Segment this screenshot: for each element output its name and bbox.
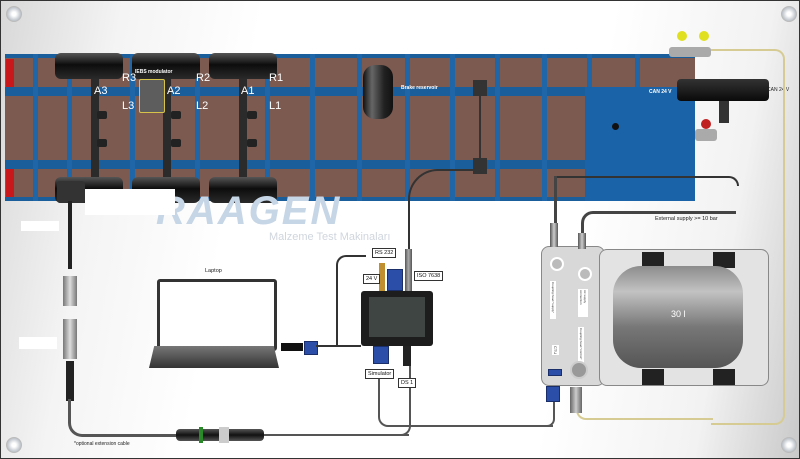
wheel-r1 <box>209 53 277 79</box>
wheel-label: L3 <box>122 100 135 112</box>
ctu-unit: Coupling head "supply" Air supply connec… <box>541 246 605 386</box>
can-label-front: CAN 24 V <box>649 89 672 95</box>
axle-label: A2 <box>167 85 181 97</box>
simulator-device <box>361 291 433 346</box>
iebs-modulator <box>139 79 165 113</box>
ds1-connector <box>403 346 411 366</box>
wheel-label: R2 <box>196 72 211 84</box>
axle-3 <box>91 61 99 191</box>
brake-chamber-tester <box>57 181 85 203</box>
wheel-l1 <box>209 177 277 203</box>
external-supply-label: External supply >= 10 bar <box>655 216 718 222</box>
axle-label: A3 <box>94 85 108 97</box>
laptop-label: Laptop <box>205 268 222 274</box>
air-tank <box>613 266 743 368</box>
axle-1 <box>239 61 247 191</box>
coupling-head-yellow <box>677 31 687 41</box>
laptop-keyboard <box>149 346 279 368</box>
port-label-rs232: RS 232 <box>372 248 397 258</box>
extension-cable-label: *optional extension cable <box>74 441 130 447</box>
wheel-r3 <box>55 53 123 79</box>
port-label-ds1: DS 1 <box>398 378 417 388</box>
wheel-label: R1 <box>269 72 284 84</box>
wheel-label: L2 <box>196 100 209 112</box>
iso7638-cable <box>405 249 412 291</box>
can-connector <box>677 79 769 101</box>
screw-icon <box>781 437 797 453</box>
brake-reservoir <box>363 65 393 119</box>
ctu-port-label: Air supply connection <box>578 289 588 317</box>
air-coupling <box>570 387 582 413</box>
can-label-rear: CAN 24 V <box>767 87 790 93</box>
rear-light-left <box>6 59 14 87</box>
coupling-head-red <box>701 119 711 129</box>
vga-connector <box>546 386 560 402</box>
wheel-r2 <box>132 53 200 79</box>
port-label-iso7638: ISO 7638 <box>414 271 444 281</box>
ctu-port-label: Coupling head "control" <box>578 327 584 365</box>
ctu-port-label: Coupling head "supply" <box>550 281 556 319</box>
watermark-brand: RAAGEN <box>156 189 342 233</box>
rear-light-right <box>6 169 14 197</box>
simulator-screen <box>369 297 425 337</box>
laptop-screen <box>157 279 277 351</box>
tank-strap <box>642 252 664 268</box>
vga-port <box>548 369 562 376</box>
reservoir-label: Brake reservoir <box>401 85 438 91</box>
wheel-label: L1 <box>269 100 282 112</box>
axle-2 <box>163 61 171 191</box>
screw-icon <box>781 6 797 22</box>
wheel-label: R3 <box>122 72 137 84</box>
vga-connector <box>373 346 389 364</box>
power-plug <box>379 263 385 291</box>
ctu-label: CTU <box>552 345 559 356</box>
tank-strap <box>642 369 664 385</box>
port-label-24v: 24 V <box>363 274 381 284</box>
modulator-label: IEBS modulator <box>135 69 173 75</box>
axle-label: A1 <box>241 85 255 97</box>
coupling-head-yellow <box>699 31 709 41</box>
vga-connector <box>387 269 403 291</box>
port-label-simulator: Simulator <box>365 369 395 379</box>
supply-line-yellow <box>711 49 785 425</box>
tank-strap <box>713 252 735 268</box>
watermark-tagline: Malzeme Test Makinaları <box>269 231 391 243</box>
tank-strap <box>713 369 735 385</box>
screw-icon <box>6 437 22 453</box>
supply-line-yellow <box>576 396 713 420</box>
quick-coupling <box>63 319 77 359</box>
tank-volume-label: 30 l <box>671 309 686 319</box>
screw-icon <box>6 6 22 22</box>
quick-coupling <box>63 276 77 306</box>
usb-adapter <box>281 343 303 351</box>
front-plate <box>585 87 695 201</box>
vga-connector <box>304 341 318 355</box>
